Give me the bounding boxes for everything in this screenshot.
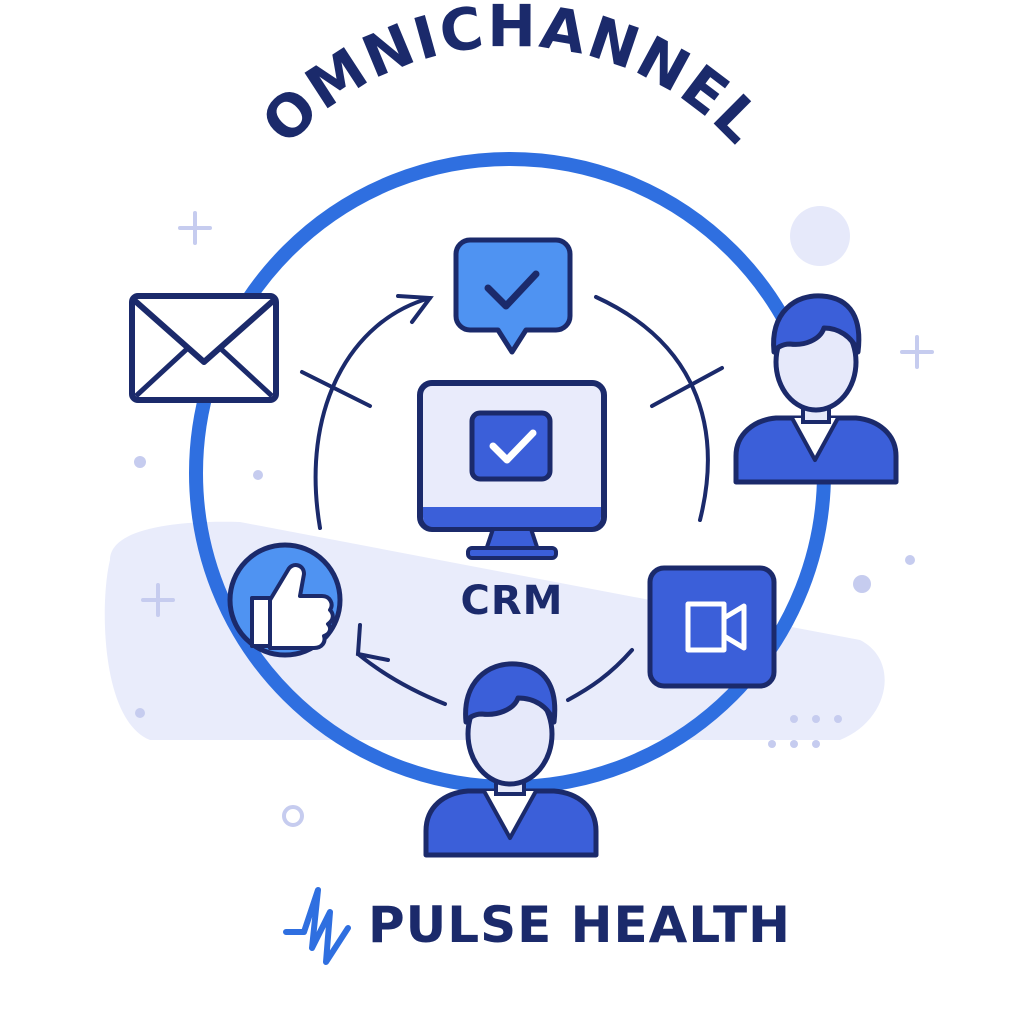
brand-name: PULSE HEALTH bbox=[368, 896, 791, 954]
plus-decor bbox=[178, 211, 212, 245]
flow-arcs bbox=[300, 294, 724, 706]
diagram-title: OMNICHANNEL bbox=[249, 0, 776, 157]
plus-decor bbox=[900, 335, 934, 369]
monitor-check-icon bbox=[417, 380, 607, 560]
arc-bottom-left bbox=[356, 652, 447, 706]
person-icon bbox=[733, 293, 899, 485]
brand-footer: PULSE HEALTH bbox=[282, 882, 791, 968]
chat-check-icon bbox=[453, 237, 573, 355]
arrowhead bbox=[396, 294, 434, 324]
connector-email bbox=[300, 370, 372, 408]
person-icon bbox=[423, 661, 599, 858]
dot-grid bbox=[768, 715, 842, 748]
decor-dot bbox=[790, 206, 850, 266]
video-camera-icon bbox=[647, 565, 777, 689]
arc-bottom-right bbox=[566, 648, 634, 702]
arc-left-up bbox=[313, 296, 432, 530]
plus-decor bbox=[141, 583, 175, 617]
connector-person bbox=[650, 366, 724, 408]
arrowhead bbox=[355, 623, 390, 662]
pulse-bolt-icon bbox=[283, 887, 351, 965]
envelope-icon bbox=[129, 293, 279, 403]
arc-right bbox=[594, 295, 710, 522]
thumbs-up-icon bbox=[227, 542, 343, 658]
crm-label: CRM bbox=[460, 578, 564, 624]
